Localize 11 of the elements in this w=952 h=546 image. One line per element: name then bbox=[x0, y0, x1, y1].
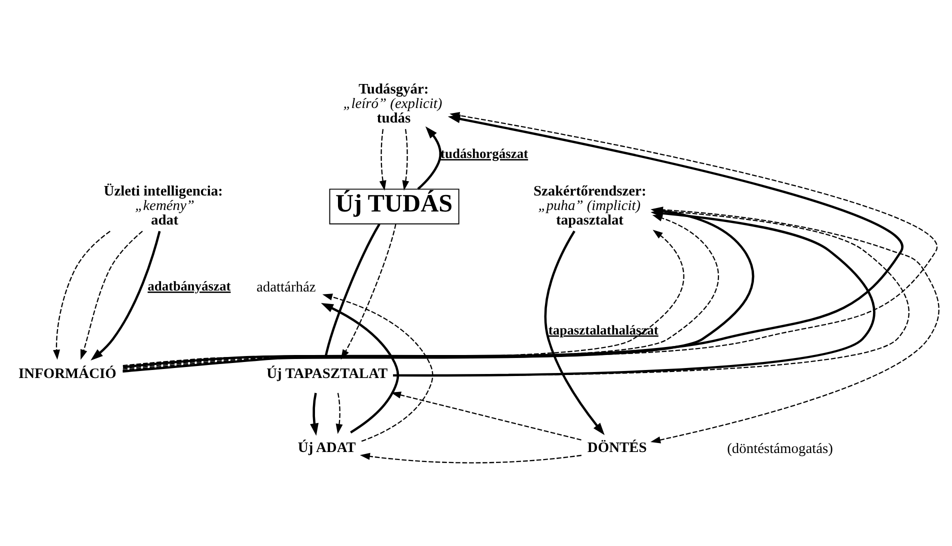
node-text: Új ADAT bbox=[298, 440, 356, 456]
node-text: INFORMÁCIÓ bbox=[18, 366, 116, 382]
node-text: adattárház bbox=[256, 278, 316, 295]
node-text: Új TAPASZTALAT bbox=[266, 366, 388, 382]
node-text: Tudásgyár: „leíró” (explicit) tudás bbox=[343, 80, 442, 126]
node-text: Üzleti intelligencia: „kemény” adat bbox=[104, 182, 223, 228]
node-text: DÖNTÉS bbox=[587, 440, 647, 456]
edge-label: tapasztalathalászat bbox=[548, 322, 658, 337]
node-text: Szakértőrendszer: „puha” (implicit) tapasztalat bbox=[533, 182, 646, 228]
edge-label: adatbányászat bbox=[148, 278, 231, 294]
label: (döntéstámogatás) bbox=[727, 440, 833, 457]
